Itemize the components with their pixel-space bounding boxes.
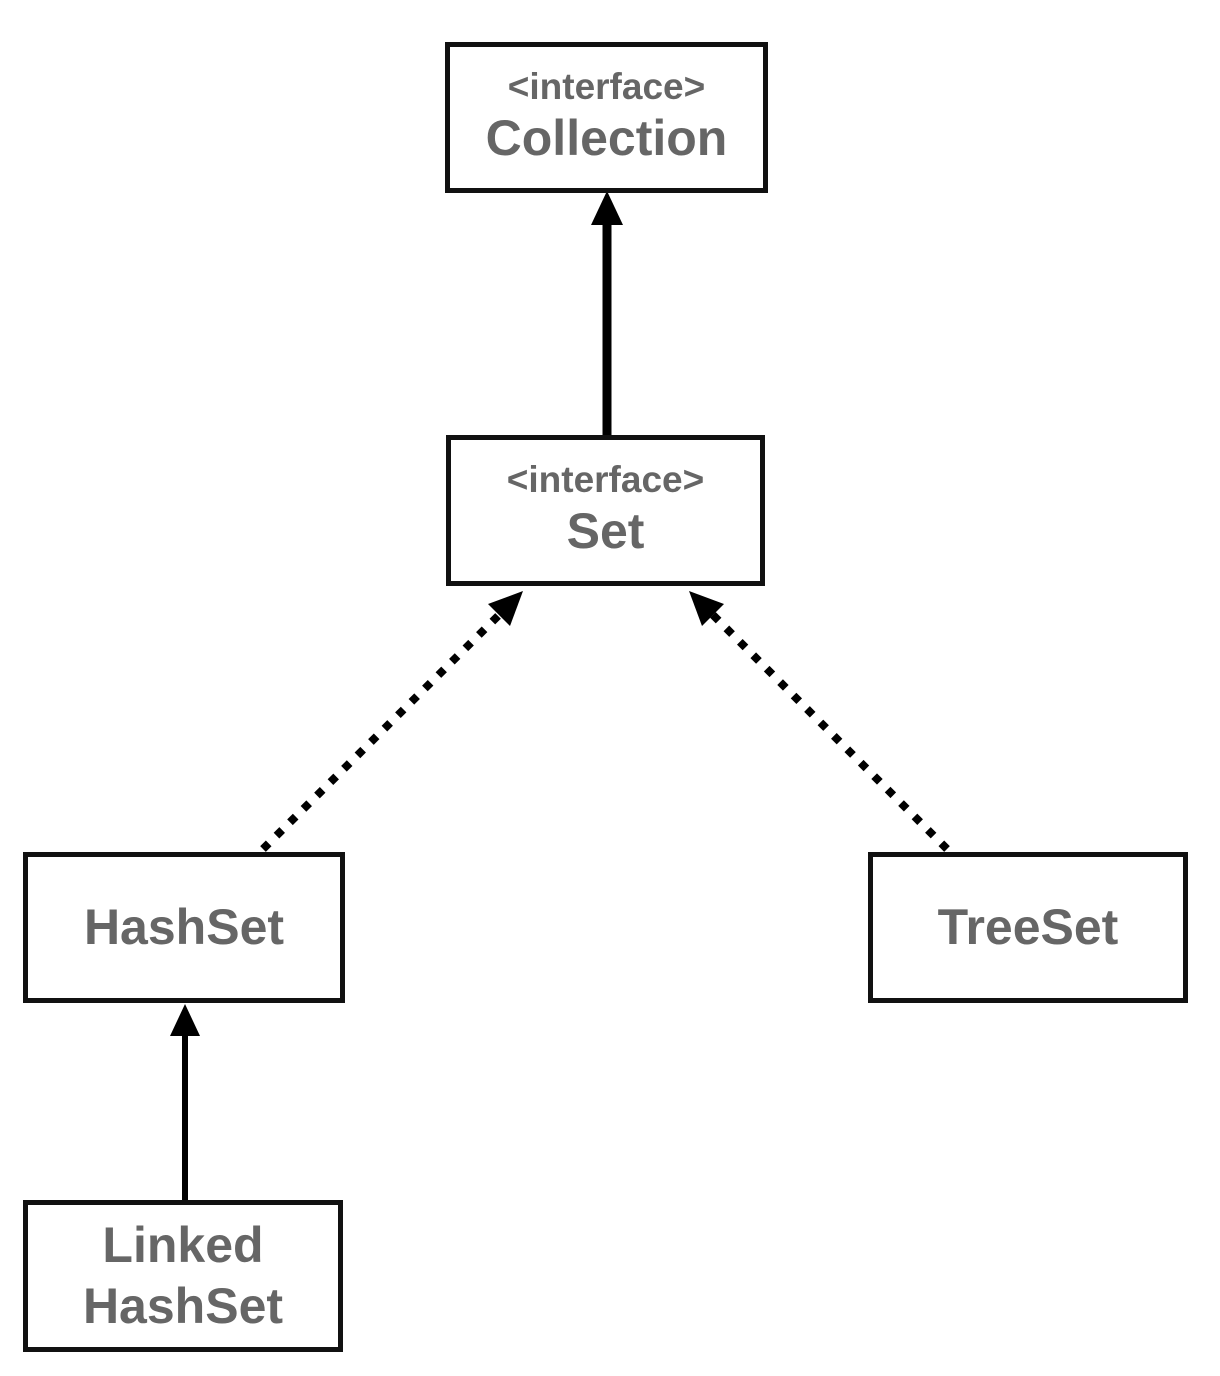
edge-set-to-collection-arrowhead-icon (591, 191, 623, 225)
node-collection-interface: <interface> Collection (445, 42, 768, 193)
edge-treeset-to-set-arrowhead-icon (689, 591, 724, 626)
edge-treeset-to-set-line (709, 611, 950, 852)
edge-linkedhashset-to-hashset-arrowhead-icon (170, 1004, 200, 1036)
edge-hashset-to-set-line (260, 611, 503, 852)
node-linkedhashset-label: Linked HashSet (82, 1217, 284, 1334)
node-collection-label: Collection (485, 110, 728, 167)
node-hashset-class: HashSet (23, 852, 345, 1003)
edge-hashset-to-set (260, 591, 523, 852)
node-linkedhashset-class: Linked HashSet (23, 1200, 343, 1352)
node-treeset-class: TreeSet (868, 852, 1188, 1003)
node-set-label: Set (566, 503, 645, 560)
edge-hashset-to-set-arrowhead-icon (488, 591, 523, 626)
node-treeset-label: TreeSet (937, 899, 1119, 955)
edge-linkedhashset-to-hashset (170, 1004, 200, 1200)
edge-set-to-collection (591, 191, 623, 437)
node-collection-stereotype: <interface> (507, 65, 706, 107)
node-set-interface: <interface> Set (446, 435, 765, 586)
node-hashset-label: HashSet (83, 899, 285, 955)
edge-treeset-to-set (689, 591, 950, 852)
node-set-stereotype: <interface> (506, 458, 705, 500)
